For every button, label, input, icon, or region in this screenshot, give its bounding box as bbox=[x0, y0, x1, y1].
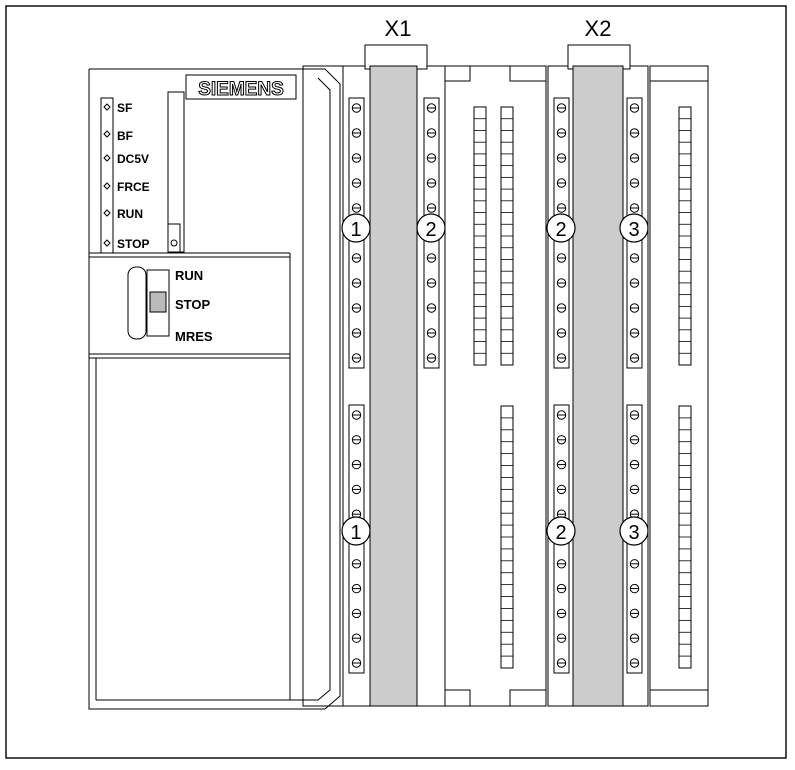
terminal-marker: 2 bbox=[416, 213, 446, 243]
slot-latch bbox=[167, 223, 181, 253]
led-indicators: SF BF DC5V FRCE RUN STOP bbox=[103, 101, 150, 251]
led-dc5v-icon bbox=[103, 154, 111, 162]
x1-top-notch bbox=[444, 66, 471, 82]
x1-connector-head bbox=[364, 44, 428, 70]
x1-label: X1 bbox=[385, 16, 412, 41]
terminal-marker-circle bbox=[619, 516, 649, 546]
cpu-inner-edge bbox=[96, 77, 331, 701]
x1-bottom-notch bbox=[444, 689, 471, 706]
x1-connector-bar bbox=[369, 65, 418, 707]
x2-label: X2 bbox=[585, 16, 612, 41]
terminal-marker: 2 bbox=[546, 213, 576, 243]
x1-top-notch-right bbox=[509, 66, 546, 82]
terminal-marker-circle bbox=[546, 516, 576, 546]
cpu-module bbox=[88, 68, 341, 710]
mode-run-label: RUN bbox=[175, 268, 203, 283]
brand-box bbox=[185, 74, 297, 100]
terminal-marker: 3 bbox=[619, 516, 649, 546]
terminal-markers: 1 2 2 3 1 2 3 bbox=[341, 213, 649, 546]
cpu-outline bbox=[88, 68, 341, 710]
terminal-marker-circle bbox=[619, 213, 649, 243]
mode-mres-label: MRES bbox=[175, 329, 213, 344]
terminal-marker-label: 2 bbox=[425, 219, 436, 241]
terminal-marker: 3 bbox=[619, 213, 649, 243]
mode-stop-label: STOP bbox=[175, 297, 210, 312]
x2-connector-head bbox=[567, 44, 631, 70]
led-run-label: RUN bbox=[117, 207, 143, 221]
x1-bottom-notch-right bbox=[509, 689, 546, 706]
mode-switch-knob[interactable] bbox=[149, 291, 167, 313]
led-run-icon bbox=[103, 209, 111, 217]
terminal-marker-circle bbox=[546, 213, 576, 243]
led-dc5v-label: DC5V bbox=[117, 152, 149, 166]
led-frce: FRCE bbox=[103, 180, 150, 194]
brand-label: SIEMENS bbox=[198, 79, 284, 100]
terminal-marker: 1 bbox=[341, 516, 371, 546]
led-sf-label: SF bbox=[117, 101, 132, 115]
terminal-marker-label: 3 bbox=[628, 522, 639, 544]
module-outlines bbox=[302, 65, 709, 707]
terminal-marker-label: 2 bbox=[555, 219, 566, 241]
terminal-marker-circle bbox=[416, 213, 446, 243]
led-frce-icon bbox=[103, 182, 111, 190]
led-bf-label: BF bbox=[117, 129, 133, 143]
led-run: RUN bbox=[103, 207, 143, 221]
mode-switch-housing[interactable] bbox=[127, 266, 147, 340]
terminal-marker-label: 1 bbox=[350, 219, 361, 241]
mode-switch-track bbox=[146, 269, 170, 337]
led-bf: BF bbox=[103, 129, 133, 143]
led-stop-label: STOP bbox=[117, 237, 149, 251]
terminal-marker-circle bbox=[341, 213, 371, 243]
terminal-marker-label: 1 bbox=[350, 522, 361, 544]
led-sf-icon bbox=[103, 103, 111, 111]
led-frce-label: FRCE bbox=[117, 180, 150, 194]
x2-connector-bar bbox=[572, 65, 624, 707]
terminal-marker: 1 bbox=[341, 213, 371, 243]
led-sf: SF bbox=[103, 101, 132, 115]
led-stop-icon bbox=[103, 239, 111, 247]
terminal-marker-circle bbox=[341, 516, 371, 546]
led-strip bbox=[100, 97, 114, 254]
led-stop: STOP bbox=[103, 237, 149, 251]
terminal-marker: 2 bbox=[546, 516, 576, 546]
led-bf-icon bbox=[103, 130, 111, 138]
terminal-marker-label: 2 bbox=[555, 522, 566, 544]
led-dc5v: DC5V bbox=[103, 152, 149, 166]
terminal-marker-label: 3 bbox=[628, 219, 639, 241]
right-module bbox=[649, 65, 709, 707]
slot-latch-hole bbox=[170, 239, 178, 247]
